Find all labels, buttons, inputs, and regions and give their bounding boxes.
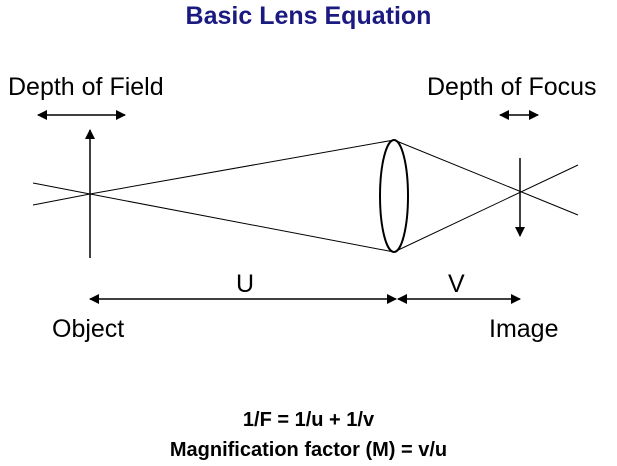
lens — [379, 139, 409, 253]
ray-lens-bottom-to-image — [393, 164, 579, 253]
u-label: U — [236, 270, 255, 298]
image-label: Image — [489, 315, 559, 343]
ray-upper-left — [32, 182, 91, 195]
lens-equation: 1/F = 1/u + 1/v — [242, 409, 375, 431]
depth-of-field-label: Depth of Field — [8, 73, 164, 101]
v-label: V — [448, 270, 465, 298]
object-label: Object — [52, 315, 125, 343]
ray-lens-top-to-image — [393, 139, 579, 216]
ray-lower-left — [32, 193, 91, 206]
ray-to-lens-bottom — [89, 193, 395, 253]
magnification-equation: Magnification factor (M) = v/u — [169, 439, 448, 461]
ray-to-lens-top — [89, 139, 395, 195]
depth-of-focus-label: Depth of Focus — [427, 73, 597, 101]
page-title: Basic Lens Equation — [185, 2, 432, 30]
